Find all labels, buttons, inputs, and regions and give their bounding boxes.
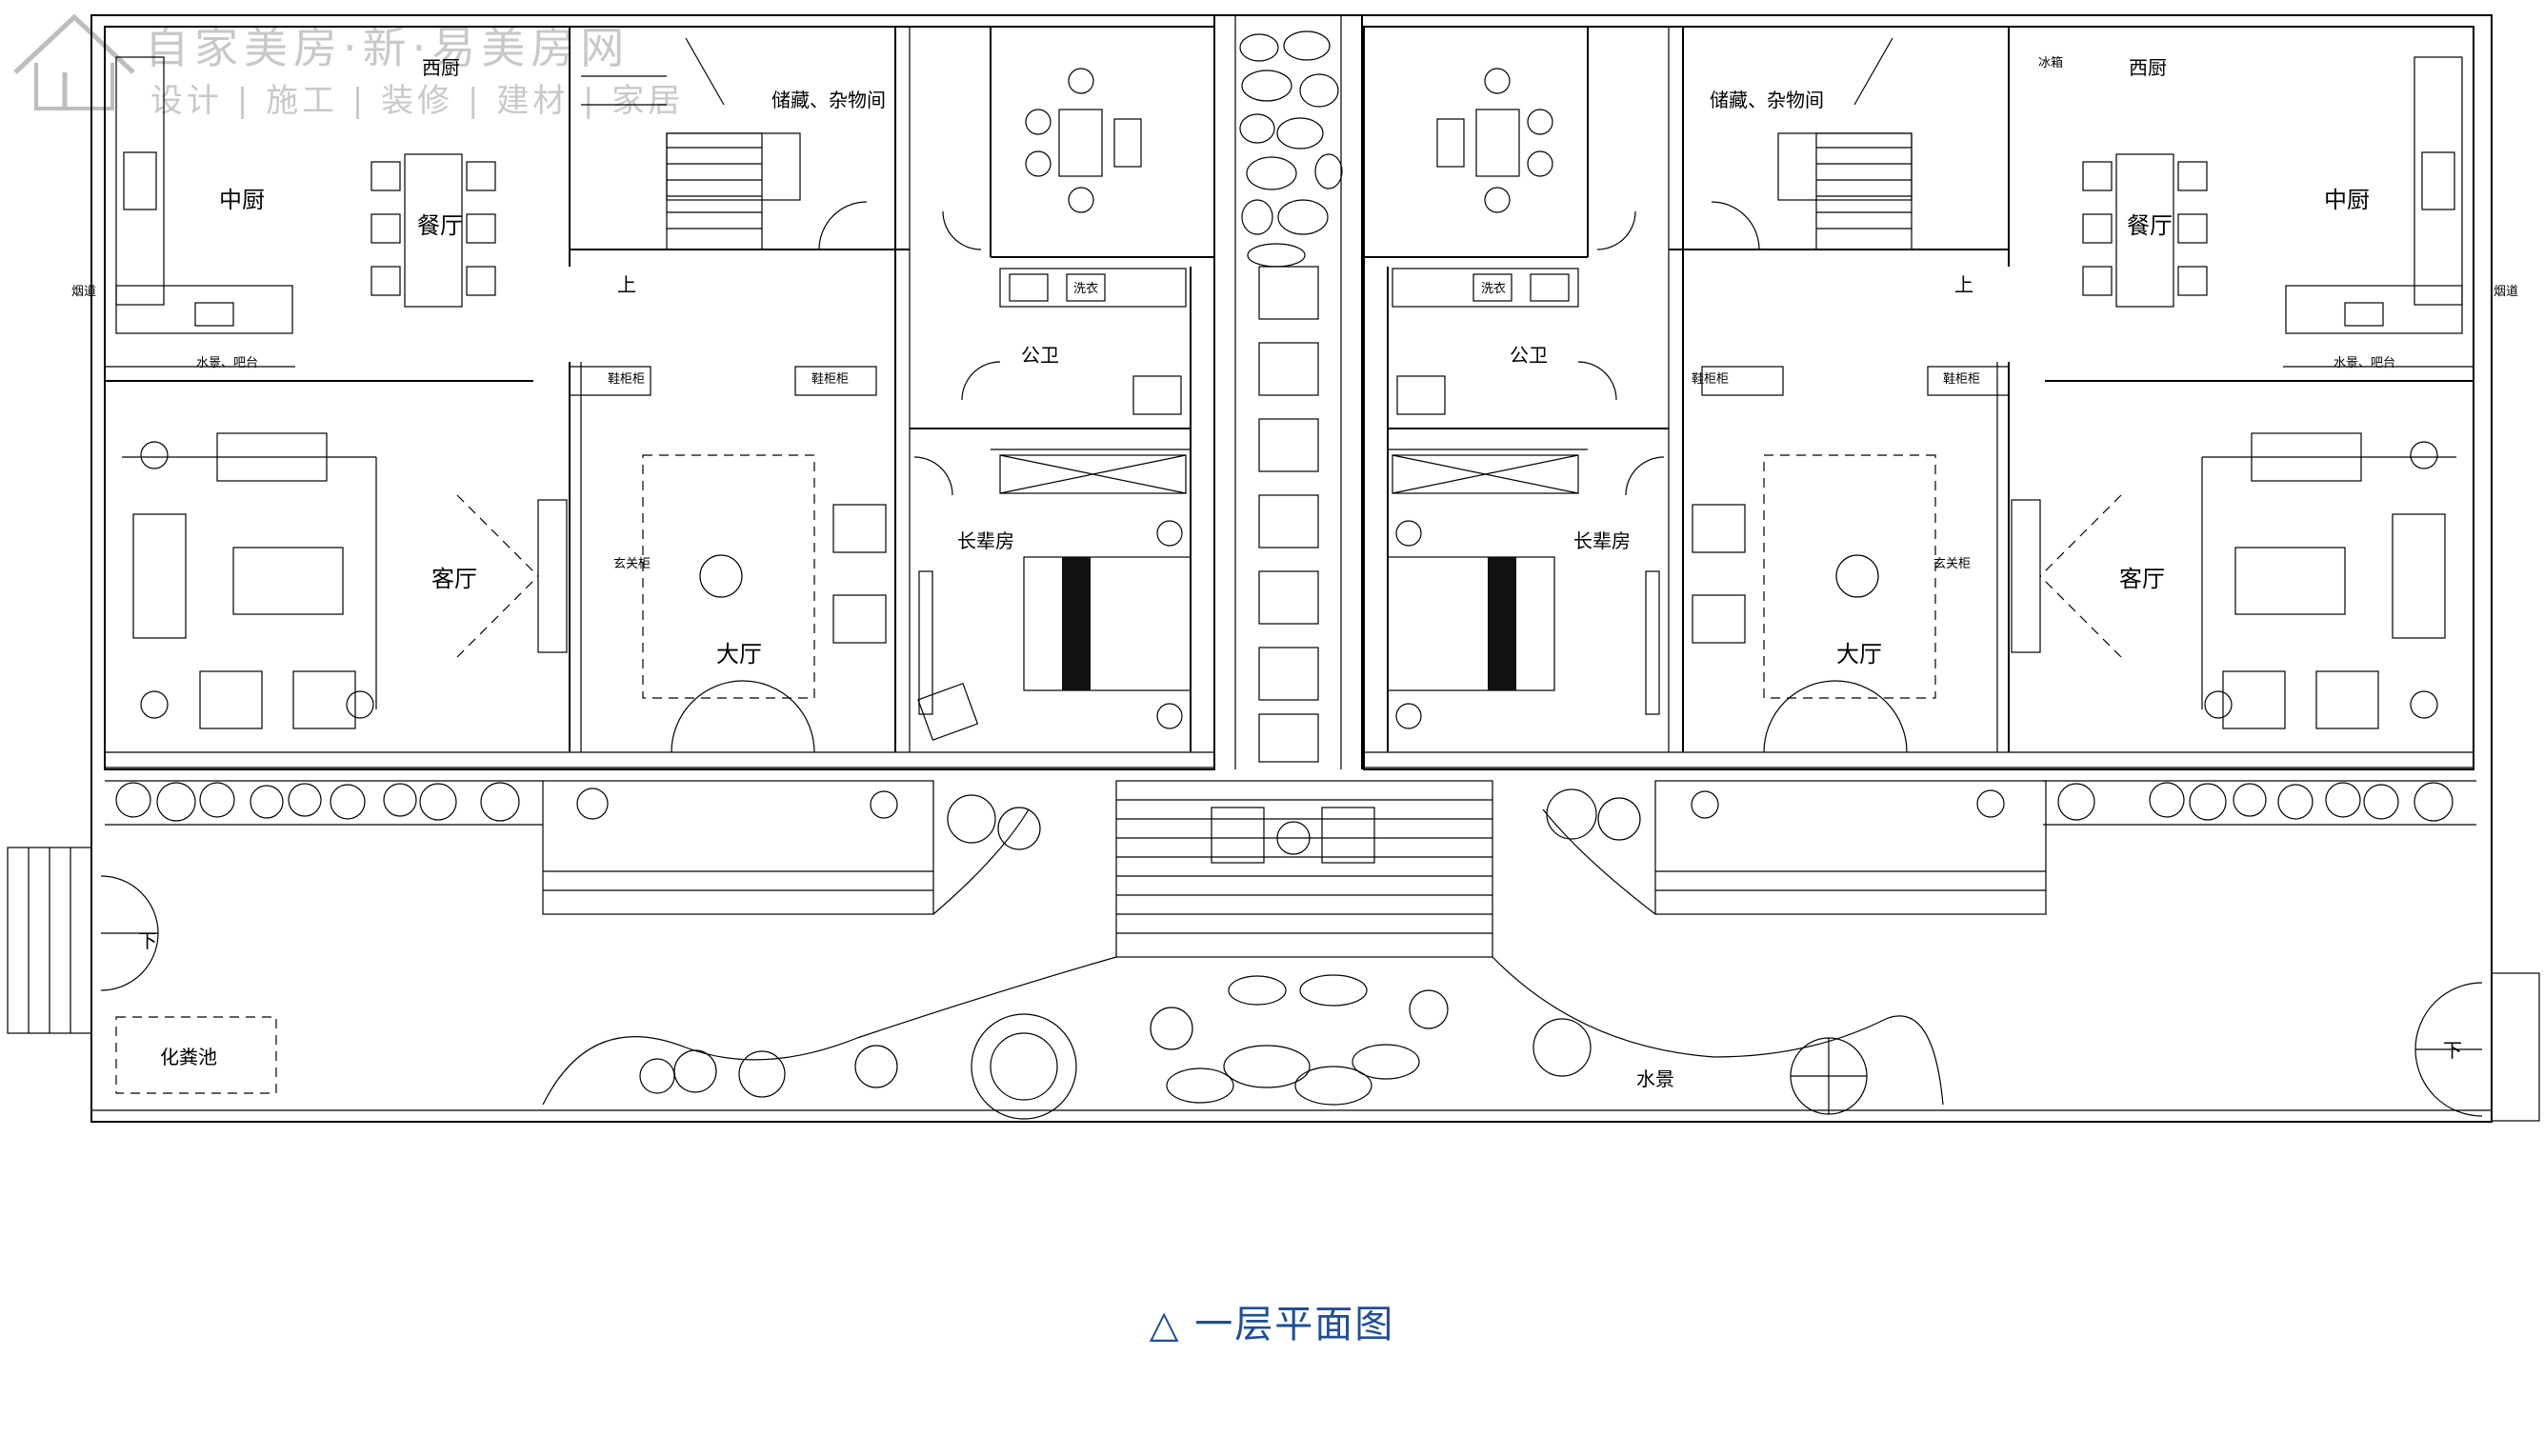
right-unit	[1363, 26, 2474, 770]
left-dining-table	[371, 153, 496, 308]
left-labels: 中厨 西厨 餐厅 储藏、杂物间 上 公卫 长辈房 客厅 大厅 玄关柜 烟道 水景…	[71, 56, 1098, 668]
label-water-feature: 水景	[1636, 1067, 1674, 1090]
deck-chair-right	[1321, 807, 1375, 864]
right-label-wash: 洗衣	[1481, 281, 1506, 296]
left-shrub-row	[115, 782, 898, 822]
left-label-chinese-kitchen: 中厨	[219, 187, 265, 213]
watermark-subtitle: 设计 | 施工 | 装修 | 建材 | 家居	[150, 82, 685, 120]
left-label-flue: 烟道	[71, 285, 96, 299]
left-kitchen-counter	[115, 56, 165, 306]
right-label-hall: 大厅	[1836, 641, 1882, 668]
house-logo-icon	[13, 13, 135, 110]
left-bed	[1023, 520, 1192, 729]
site-boundary	[90, 14, 2493, 1123]
left-label-hall: 大厅	[716, 641, 762, 668]
deck-chair-left	[1211, 807, 1265, 864]
left-hall-carpet	[642, 454, 815, 699]
right-label-storage: 储藏、杂物间	[1710, 89, 1824, 111]
left-label-bar: 水景、吧台	[196, 356, 258, 370]
left-wardrobe	[999, 454, 1187, 494]
left-living-furniture	[122, 432, 377, 729]
right-label-living: 客厅	[2119, 566, 2165, 592]
right-label-elder-room: 长辈房	[1573, 529, 1631, 552]
left-wash-counter	[999, 268, 1187, 308]
label-down-right: 下	[2443, 1039, 2462, 1062]
right-label-up: 上	[1954, 273, 1973, 296]
watermark-title: 自家美房·新·易美房网	[145, 22, 631, 73]
left-unit	[104, 26, 1215, 770]
deck-side-table	[1276, 821, 1311, 855]
center-path	[1213, 15, 1363, 769]
left-label-living: 客厅	[431, 566, 477, 592]
right-label-western-kitchen: 西厨	[2129, 56, 2167, 79]
left-label-entry-cabinet: 玄关柜	[613, 557, 651, 571]
left-tea-table	[1025, 68, 1142, 213]
left-label-elder-room: 长辈房	[957, 529, 1014, 552]
right-label-chinese-kitchen: 中厨	[2324, 187, 2370, 213]
left-tv-cabinet	[537, 499, 568, 653]
left-label-wash: 洗衣	[1073, 281, 1098, 296]
watermark: 自家美房·新·易美房网 设计 | 施工 | 装修 | 建材 | 家居	[8, 6, 703, 120]
right-label-bar: 水景、吧台	[2334, 356, 2395, 370]
label-down-left: 下	[138, 929, 157, 952]
front-yard	[7, 780, 2540, 1122]
left-label-shoe-cabinet-2: 鞋柜柜	[811, 371, 849, 387]
right-gate	[2491, 972, 2540, 1122]
right-label-entry-cabinet: 玄关柜	[1933, 557, 1971, 571]
left-toilet-icon	[1132, 375, 1182, 415]
right-label-fridge: 冰箱	[2038, 55, 2063, 70]
right-shrub-row	[1691, 782, 2454, 822]
right-label-shoe-cabinet-1: 鞋柜柜	[1692, 371, 1729, 387]
left-stairs	[581, 37, 763, 250]
left-label-public-toilet: 公卫	[1021, 344, 1059, 367]
plan-caption: △ 一层平面图	[1149, 1303, 1395, 1346]
central-deck	[1115, 780, 1493, 958]
left-label-western-kitchen: 西厨	[422, 56, 460, 79]
left-label-up: 上	[617, 273, 636, 296]
garden-plants	[639, 788, 1868, 1120]
left-stove-icon	[194, 302, 234, 327]
left-chandelier-icon	[699, 554, 743, 598]
right-label-shoe-cabinet-2: 鞋柜柜	[1943, 371, 1980, 387]
right-label-dining: 餐厅	[2127, 212, 2173, 239]
septic-tank-outline	[115, 1016, 277, 1094]
right-label-flue: 烟道	[2494, 285, 2518, 299]
right-labels: 中厨 西厨 餐厅 储藏、杂物间 上 公卫 长辈房 客厅 大厅 玄关柜 烟道 水景…	[1481, 55, 2518, 668]
label-septic-tank: 化粪池	[160, 1046, 217, 1068]
right-label-public-toilet: 公卫	[1510, 344, 1548, 367]
left-sink-icon	[123, 151, 157, 210]
left-label-dining: 餐厅	[417, 212, 463, 239]
left-label-shoe-cabinet-1: 鞋柜柜	[608, 371, 645, 387]
left-label-storage: 储藏、杂物间	[771, 89, 886, 111]
